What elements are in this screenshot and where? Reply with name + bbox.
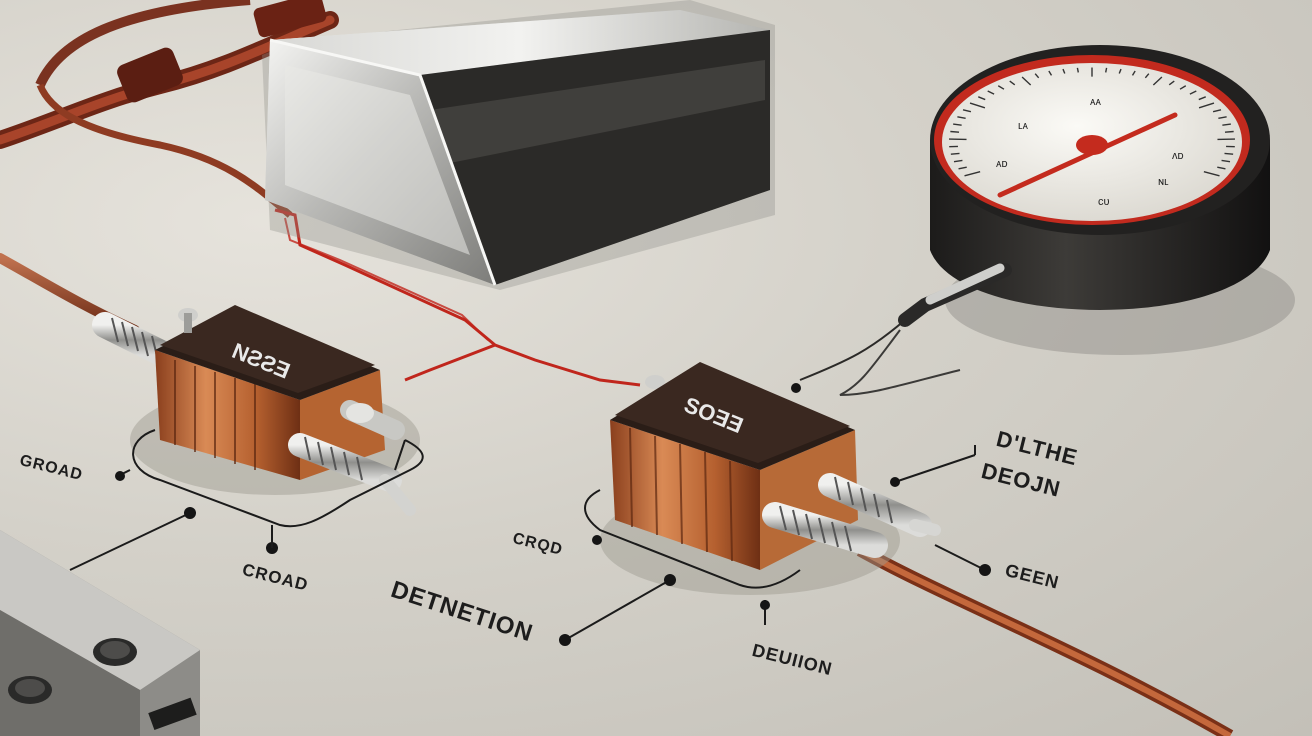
gauge-tick	[978, 96, 986, 101]
gauge-tick	[1009, 80, 1016, 86]
gauge-tick	[1217, 166, 1226, 170]
bottom-left-block	[0, 530, 200, 736]
gauge-tick	[1203, 170, 1220, 177]
gauge-tick	[950, 152, 960, 155]
gauge-tick	[1168, 80, 1175, 86]
gauge-tick-label: ᴀᴅ	[996, 158, 1008, 170]
pressure-gauge	[791, 45, 1295, 396]
gauge-tick	[1144, 73, 1150, 79]
gauge-tick	[953, 123, 962, 126]
gauge-tick	[1118, 68, 1122, 74]
gauge-tick-label: ᴧᴅ	[1172, 150, 1184, 162]
gauge-tick-label: ʟᴀ	[1018, 120, 1028, 132]
gauge-tick	[987, 90, 995, 95]
gauge-tick	[1198, 96, 1206, 101]
gauge-tick	[1189, 90, 1197, 95]
gauge-tick	[1179, 85, 1187, 90]
gauge-tick	[1131, 70, 1136, 76]
gauge-tick	[953, 159, 963, 163]
gauge-tick	[1224, 152, 1234, 155]
gauge-tick	[958, 166, 967, 170]
gauge-tick	[1048, 70, 1053, 76]
gauge-tick	[950, 130, 960, 133]
gauge-tick	[964, 170, 981, 177]
gauge-tick	[1021, 76, 1032, 86]
gauge-tick-label: ᴄᴜ	[1098, 196, 1110, 208]
gauge-tick	[1218, 116, 1227, 120]
gauge-tick	[962, 109, 972, 113]
gauge-tick	[957, 116, 966, 120]
right-component	[559, 362, 991, 646]
gauge-tick	[969, 102, 986, 109]
gauge-tick	[1105, 67, 1108, 73]
gauge-tick	[1222, 123, 1231, 126]
gauge-tick	[1224, 130, 1234, 133]
gauge-tick	[1221, 159, 1231, 163]
gauge-tick-label: ɴʟ	[1158, 176, 1169, 188]
gauge-tick-label: ᴀᴀ	[1090, 96, 1101, 108]
gauge-tick	[1212, 109, 1222, 113]
gauge-tick	[1062, 68, 1066, 74]
gauge-tick	[1076, 67, 1079, 73]
gauge-tick	[1198, 102, 1215, 109]
gauge-tick	[997, 85, 1005, 90]
gauge-tick	[1034, 73, 1040, 79]
left-component	[69, 305, 424, 571]
gauge-tick	[1152, 76, 1163, 86]
metal-enclosure	[262, 0, 775, 290]
red-trace	[274, 208, 641, 387]
